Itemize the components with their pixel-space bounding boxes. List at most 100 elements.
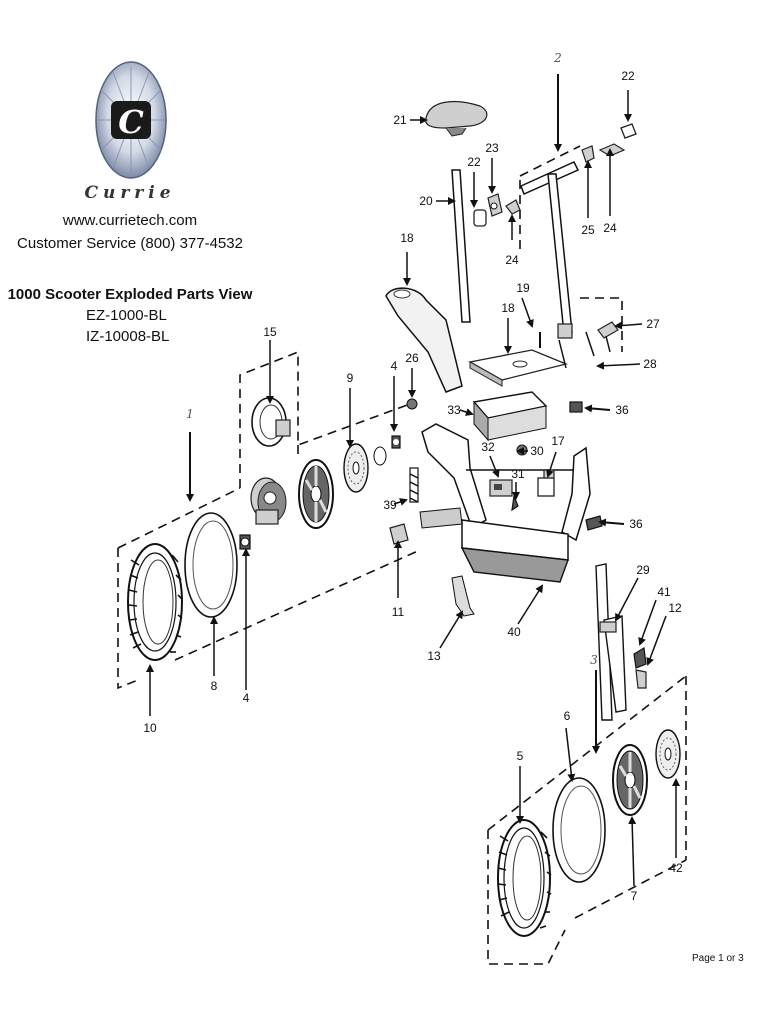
fuse-31 xyxy=(511,493,519,512)
part-number-label: 20 xyxy=(419,194,433,208)
part-number-label: 17 xyxy=(551,434,565,448)
brake-caliper-41 xyxy=(633,647,647,669)
part-number-label: 21 xyxy=(393,113,407,127)
deck-cover xyxy=(468,349,569,387)
part-number-label: 41 xyxy=(657,585,671,599)
seat-post xyxy=(451,169,471,323)
part-number-label: 28 xyxy=(643,357,657,371)
frame xyxy=(419,423,591,542)
controller xyxy=(489,479,513,497)
assembly-bracket xyxy=(117,548,139,690)
part-number-label: 29 xyxy=(636,563,650,577)
part-number-label: 5 xyxy=(517,749,524,763)
assembly-bracket xyxy=(519,145,581,177)
part-number-label: 4 xyxy=(391,359,398,373)
brand-name: Currie xyxy=(84,183,176,203)
group-number-label: 1 xyxy=(186,407,194,421)
grip-left xyxy=(473,209,487,227)
part-number-label: 9 xyxy=(347,371,354,385)
part-number-label: 6 xyxy=(564,709,571,723)
kickstand xyxy=(451,575,475,617)
logo-letter: C xyxy=(118,103,144,141)
rear-shock xyxy=(409,467,419,503)
part-number-label: 27 xyxy=(646,317,660,331)
part-number-label: 19 xyxy=(516,281,530,295)
part-number-label: 30 xyxy=(530,444,544,458)
customer-service-phone: Customer Service (800) 377-4532 xyxy=(17,235,243,252)
part-number-label: 25 xyxy=(581,223,595,237)
part-number-label: 23 xyxy=(485,141,499,155)
handlebar xyxy=(520,161,580,369)
part-number-label: 42 xyxy=(669,861,683,875)
brake-lever-right xyxy=(598,143,626,157)
brake-caliper-12 xyxy=(635,669,647,689)
brake-lever-left xyxy=(505,199,521,215)
part-number-label: 18 xyxy=(501,301,515,315)
part-number-label: 36 xyxy=(629,517,643,531)
front-wheel-rim xyxy=(612,744,648,816)
assembly-bracket xyxy=(574,859,687,919)
page-title: 1000 Scooter Exploded Parts View xyxy=(7,286,253,303)
sprocket xyxy=(373,446,387,466)
page-number: Page 1 or 3 xyxy=(692,953,744,964)
deck-clip-lower xyxy=(585,515,603,531)
part-number-label: 24 xyxy=(505,253,519,267)
part-number-label: 22 xyxy=(467,155,481,169)
part-number-label: 7 xyxy=(631,889,638,903)
cap-26 xyxy=(406,398,418,410)
part-number-label: 22 xyxy=(621,69,635,83)
assembly-bracket xyxy=(487,830,566,965)
leader-lines xyxy=(146,74,680,887)
part-number-label: 24 xyxy=(603,221,617,235)
front-tire xyxy=(497,819,552,937)
hub-motor xyxy=(250,477,287,525)
rear-tire xyxy=(127,543,183,661)
cable-28 xyxy=(585,331,595,357)
brake-cover xyxy=(251,397,291,447)
currie-logo: C xyxy=(95,61,167,179)
front-inner-tube xyxy=(552,777,606,883)
handlebar-clamp xyxy=(581,145,595,163)
model-number: EZ-1000-BL xyxy=(86,307,167,324)
rear-inner-tube xyxy=(184,512,238,618)
rear-fender xyxy=(385,287,463,393)
seat xyxy=(425,100,488,137)
part-number-label: 10 xyxy=(143,721,157,735)
part-number-label: 15 xyxy=(263,325,277,339)
throttle xyxy=(487,193,503,217)
group-number-label: 3 xyxy=(590,653,598,667)
part-number-label: 26 xyxy=(405,351,419,365)
assembly-bracket xyxy=(239,350,411,488)
part-number-label: 4 xyxy=(243,691,250,705)
assembly-bracket xyxy=(580,297,623,352)
model-number: IZ-10008-BL xyxy=(86,328,170,345)
fork-bracket-27 xyxy=(597,321,619,353)
front-fork xyxy=(595,563,627,721)
bracket-17 xyxy=(537,469,555,497)
part-number-label: 31 xyxy=(511,467,525,481)
bearing-clip xyxy=(239,534,251,550)
rear-brake-disc xyxy=(343,443,369,493)
battery xyxy=(472,391,548,442)
part-number-label: 33 xyxy=(447,403,461,417)
deck-clip-upper xyxy=(569,401,583,413)
part-number-label: 32 xyxy=(481,440,495,454)
part-number-label: 40 xyxy=(507,625,521,639)
group-number-label: 2 xyxy=(553,51,562,65)
grip-right xyxy=(620,123,637,139)
rear-wheel-rim xyxy=(298,459,334,529)
cap-30 xyxy=(516,444,528,456)
front-brake-disc xyxy=(655,729,681,779)
axle-nut xyxy=(391,435,401,449)
part-labels: 22 21 2 23 22 20 24 25 24 18 19 18 27 28… xyxy=(143,51,683,903)
part-number-label: 18 xyxy=(400,231,414,245)
part-number-label: 12 xyxy=(668,601,682,615)
rear-wheel-assembly xyxy=(117,350,421,690)
assembly-bracket xyxy=(487,675,687,831)
part-number-label: 13 xyxy=(427,649,441,663)
deck xyxy=(460,519,569,583)
front-wheel-assembly xyxy=(487,675,687,965)
assembly-bracket xyxy=(117,487,241,549)
website-link[interactable]: www.currietech.com xyxy=(62,212,198,229)
